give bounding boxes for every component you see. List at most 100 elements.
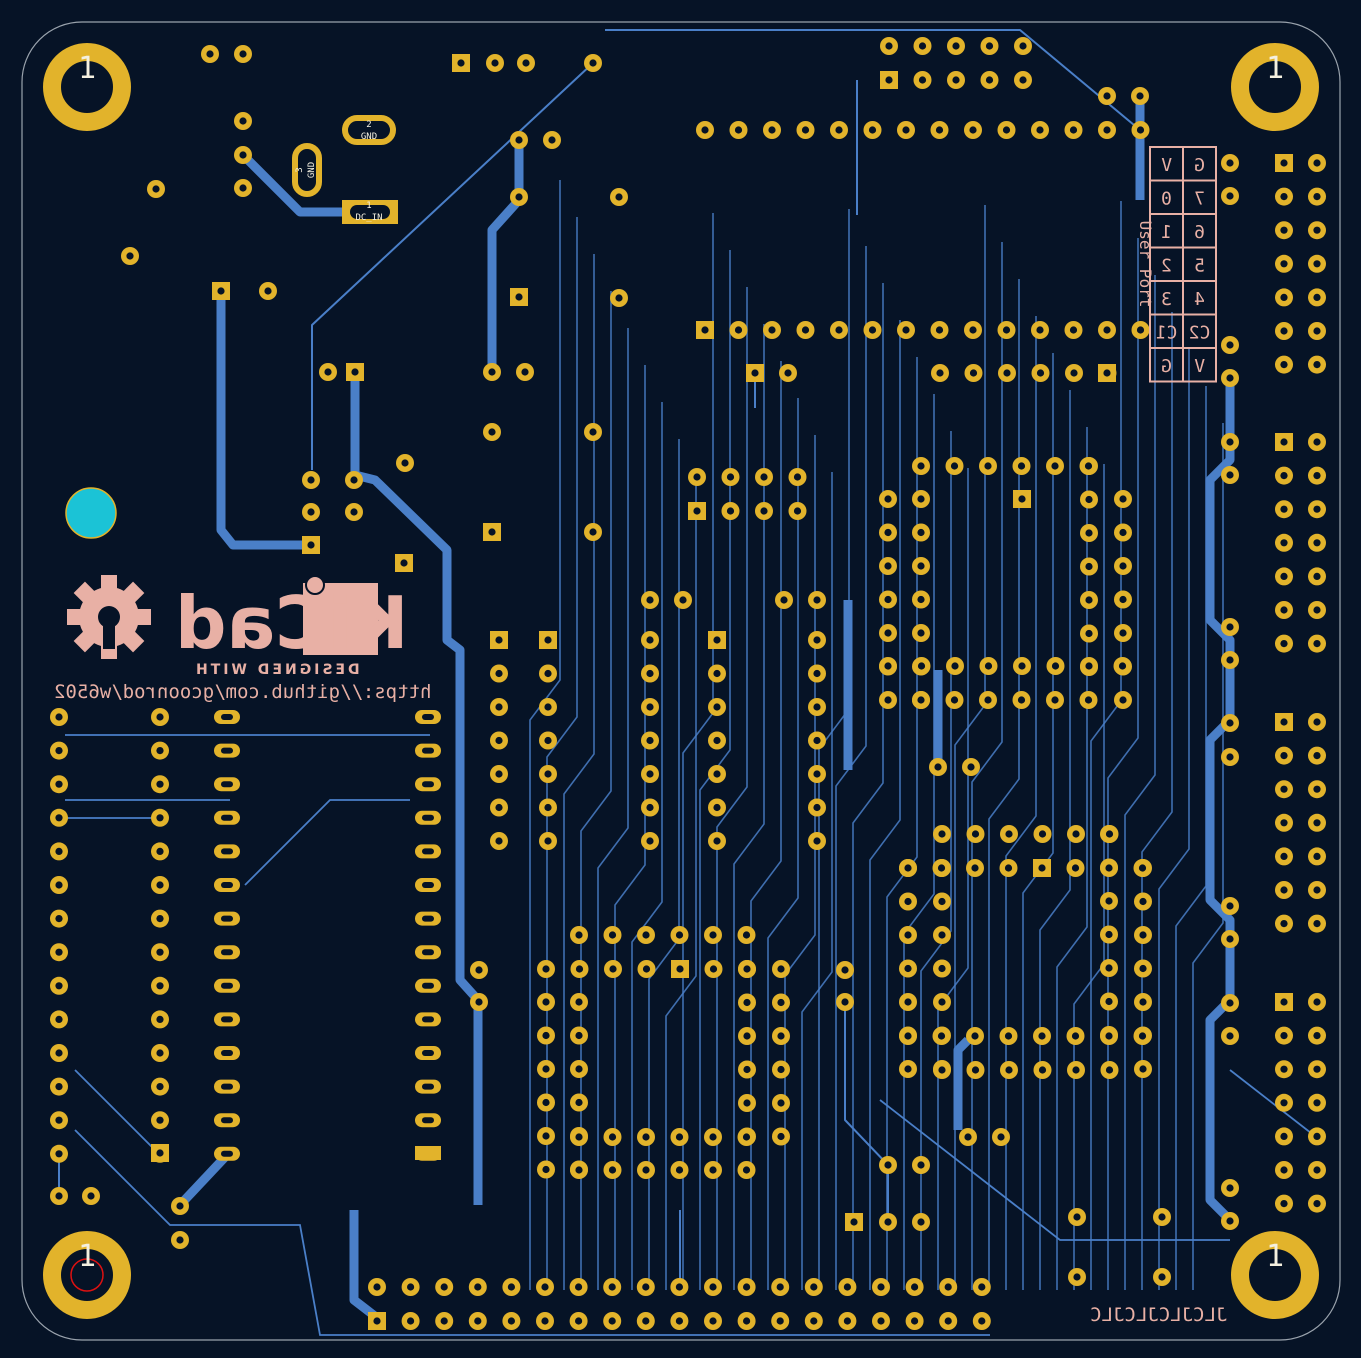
drill-hole xyxy=(1280,226,1288,234)
drill-hole xyxy=(1136,126,1145,134)
drill-hole xyxy=(938,964,946,973)
drill-hole xyxy=(1158,1213,1166,1221)
drill-hole xyxy=(422,982,434,989)
drill-hole xyxy=(156,713,164,721)
drill-hole xyxy=(1004,1032,1013,1040)
drill-hole xyxy=(1313,852,1321,861)
drill-hole xyxy=(1105,864,1113,872)
drill-hole xyxy=(1072,1066,1080,1074)
user-port-label: C1 xyxy=(1156,323,1178,344)
drill-hole xyxy=(1105,964,1113,972)
trace xyxy=(954,205,986,1290)
drill-hole xyxy=(575,998,583,1006)
drill-hole xyxy=(324,368,332,376)
drill-hole xyxy=(1313,920,1321,928)
drill-hole xyxy=(904,931,912,939)
drill-hole xyxy=(969,126,977,134)
drill-hole xyxy=(850,1218,858,1226)
board-outline xyxy=(21,21,1341,1341)
drill-hole xyxy=(918,42,927,50)
drill-hole xyxy=(917,562,925,570)
drill-hole xyxy=(984,696,992,704)
drill-hole xyxy=(777,1032,785,1040)
drill-hole xyxy=(1280,1032,1288,1040)
drill-hole xyxy=(542,965,550,973)
drill-hole xyxy=(709,1133,717,1141)
drill-hole xyxy=(646,703,654,711)
drill-hole xyxy=(156,847,164,856)
drill-hole xyxy=(1226,902,1234,910)
drill-hole xyxy=(885,42,893,50)
user-port-label: 7 xyxy=(1194,189,1205,210)
drill-hole xyxy=(1313,1099,1321,1107)
drill-hole xyxy=(373,1317,381,1325)
drill-hole xyxy=(1018,662,1026,670)
drill-hole xyxy=(646,770,654,778)
drill-hole xyxy=(646,596,654,604)
drill-hole xyxy=(742,931,751,939)
drill-hole xyxy=(841,998,849,1006)
drill-hole xyxy=(608,1283,616,1291)
drill-hole xyxy=(964,1133,972,1141)
svg-text:1: 1 xyxy=(78,1239,96,1274)
drill-hole xyxy=(693,507,701,515)
drill-hole xyxy=(917,696,925,704)
drill-hole xyxy=(1003,369,1011,377)
drill-hole xyxy=(1313,505,1321,513)
drill-hole xyxy=(440,1283,448,1291)
drill-hole xyxy=(206,50,214,58)
drill-hole xyxy=(1280,785,1288,793)
drill-hole xyxy=(1136,92,1144,100)
drill-hole xyxy=(156,1083,164,1091)
drill-hole xyxy=(1017,462,1026,470)
drill-hole xyxy=(542,1098,550,1107)
drill-hole xyxy=(495,837,503,845)
drill-hole xyxy=(515,136,523,144)
drill-hole xyxy=(743,1065,751,1074)
drill-hole xyxy=(1051,696,1059,704)
user-port-label: 1 xyxy=(1161,222,1172,243)
drill-hole xyxy=(904,998,912,1006)
drill-hole xyxy=(679,596,687,604)
drill-hole xyxy=(475,966,483,974)
drill-hole xyxy=(810,1317,818,1325)
drill-hole xyxy=(575,1283,583,1291)
trace xyxy=(563,254,595,1290)
drill-hole xyxy=(938,897,946,906)
drill-hole xyxy=(904,1032,912,1040)
drill-hole xyxy=(950,696,959,704)
drill-hole xyxy=(952,76,960,84)
drill-hole xyxy=(495,803,503,812)
drill-hole xyxy=(1136,326,1145,334)
trace xyxy=(920,431,952,1290)
drill-hole xyxy=(1072,830,1080,838)
drill-hole xyxy=(507,1283,515,1291)
drill-hole xyxy=(488,368,496,376)
drill-hole xyxy=(793,473,802,481)
drill-hole xyxy=(407,1317,415,1325)
drill-hole xyxy=(152,185,160,193)
drill-hole xyxy=(1280,472,1288,480)
drill-hole xyxy=(1226,656,1234,664)
drill-hole xyxy=(1280,293,1288,301)
drill-hole xyxy=(1038,1066,1047,1074)
drill-hole xyxy=(575,1133,583,1141)
user-port-label: 0 xyxy=(1161,189,1172,210)
drill-hole xyxy=(239,151,247,159)
drill-hole xyxy=(911,1283,919,1291)
drill-hole xyxy=(1280,1065,1288,1073)
drill-hole xyxy=(642,1317,650,1325)
user-port-label: C2 xyxy=(1189,323,1211,344)
drill-hole xyxy=(1313,1132,1321,1140)
drill-hole xyxy=(911,1317,919,1325)
drill-hole xyxy=(176,1202,184,1210)
drill-hole xyxy=(1017,696,1026,704)
drill-hole xyxy=(801,326,810,334)
trace xyxy=(682,213,714,1290)
drill-hole xyxy=(491,59,499,67)
drill-hole xyxy=(1226,1032,1234,1040)
drill-hole xyxy=(1313,327,1321,335)
trace xyxy=(665,476,697,1290)
drill-hole xyxy=(1005,830,1013,838)
drill-hole xyxy=(793,507,802,515)
